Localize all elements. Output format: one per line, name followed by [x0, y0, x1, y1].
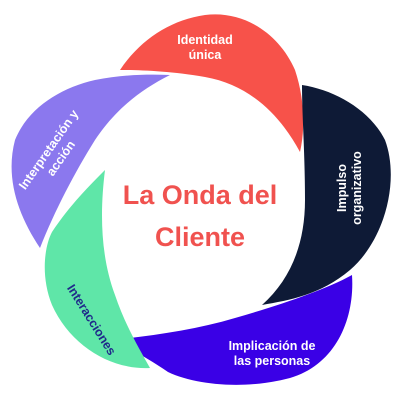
petal-label-line: las personas — [234, 354, 310, 368]
petal-identidad-unica — [120, 14, 304, 152]
petal-label-line: organizativo — [350, 151, 364, 225]
petal-impulso-organizativo — [262, 85, 391, 305]
petal-label-line: Impulso — [335, 164, 349, 212]
petal-label-impulso-organizativo: Impulsoorganizativo — [335, 151, 364, 225]
petal-label-line: Implicación de — [229, 339, 316, 353]
center-title-line2: Cliente — [155, 222, 245, 252]
petal-implicacion-personas — [112, 275, 353, 385]
petal-label-line: única — [189, 48, 223, 62]
petal-interpretacion-accion — [11, 74, 171, 249]
petal-interacciones — [44, 170, 150, 369]
petal-group — [11, 14, 391, 385]
petal-label-line: Identidad — [177, 33, 233, 47]
center-title-line1: La Onda del — [123, 180, 278, 210]
